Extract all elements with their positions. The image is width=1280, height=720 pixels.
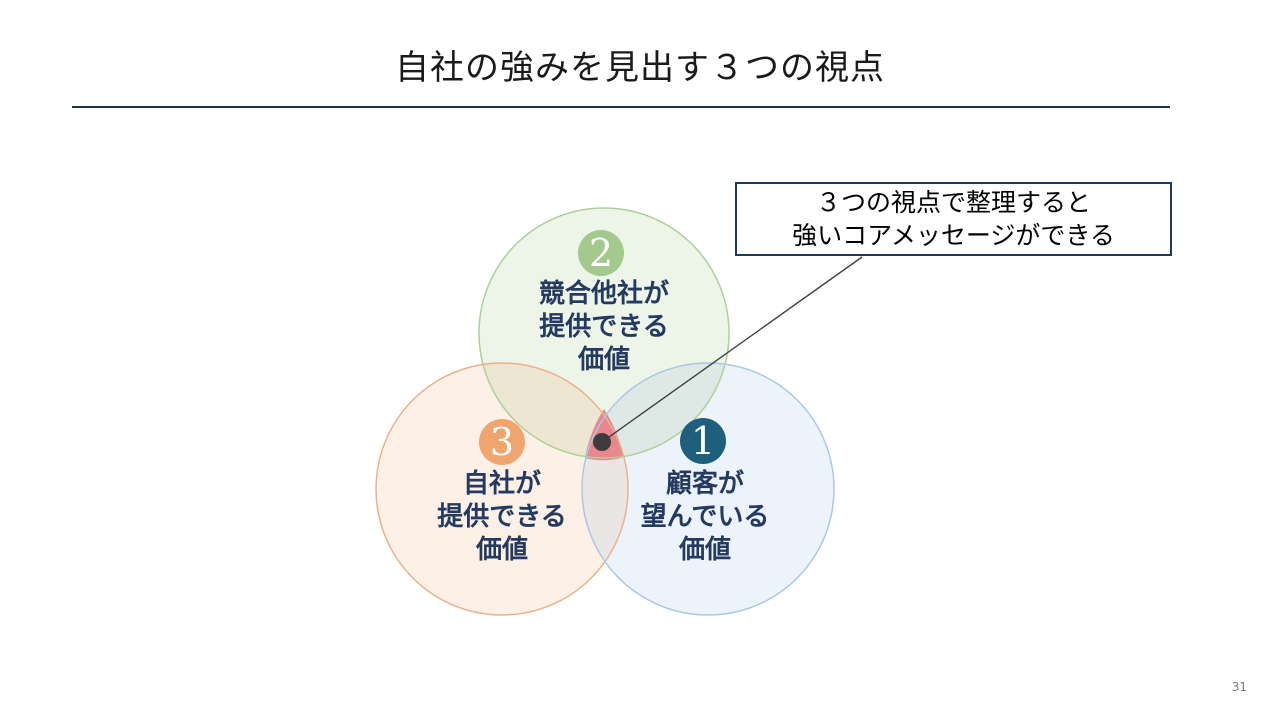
company-label-line1: 自社が xyxy=(462,469,541,499)
company-circle-label: 自社が 提供できる 価値 xyxy=(352,468,652,567)
competitor-circle-outline xyxy=(478,207,730,459)
company-label-line3: 価値 xyxy=(475,535,528,565)
slide-title: 自社の強みを見出す３つの視点 xyxy=(395,48,885,88)
competitor-label-line3: 価値 xyxy=(577,345,630,375)
customer-circle-fill xyxy=(582,363,834,615)
competitor-label-line1: 競合他社が xyxy=(538,279,669,309)
callout-connector-line xyxy=(601,256,863,443)
callout-box: ３つの視点で整理すると 強いコアメッセージができる xyxy=(735,182,1172,256)
competitor-label-line2: 提供できる xyxy=(539,312,669,342)
company-label-line2: 提供できる xyxy=(437,502,567,532)
callout-line1: ３つの視点で整理すると xyxy=(815,188,1091,217)
customer-number-badge: 1 xyxy=(680,418,726,464)
customer-circle-outline xyxy=(581,362,835,616)
title-underline xyxy=(72,106,1170,108)
page-number: 31 xyxy=(1231,680,1247,694)
customer-label-line3: 価値 xyxy=(678,535,731,565)
core-point-marker xyxy=(593,433,611,451)
customer-label-line2: 望んでいる xyxy=(640,502,770,532)
customer-circle-label: 顧客が 望んでいる 価値 xyxy=(555,468,855,567)
callout-line2: 強いコアメッセージができる xyxy=(792,221,1115,250)
company-circle-fill xyxy=(376,363,628,615)
company-number-badge: 3 xyxy=(479,419,525,465)
competitor-number-badge: 2 xyxy=(578,230,624,276)
customer-label-line1: 顧客が xyxy=(665,469,744,499)
company-circle-outline xyxy=(375,362,629,616)
competitor-circle-label: 競合他社が 提供できる 価値 xyxy=(454,278,754,377)
